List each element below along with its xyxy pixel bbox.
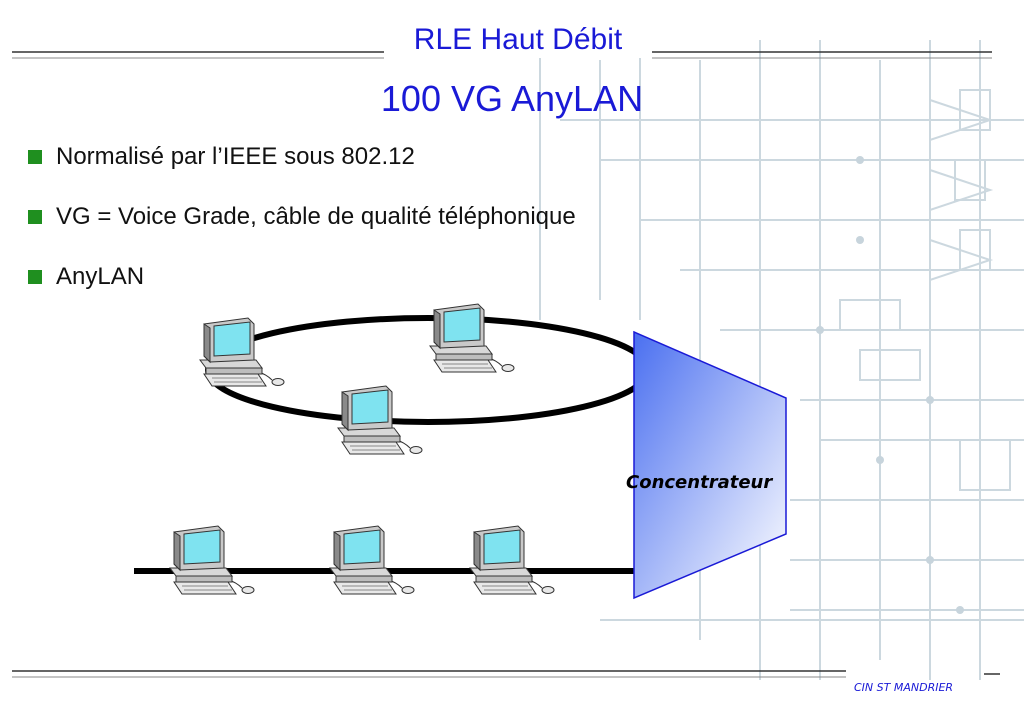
concentrator-label: Concentrateur — [626, 472, 773, 493]
desktop-computer-icon — [329, 525, 415, 595]
bullet-item: VG = Voice Grade, câble de qualité télép… — [28, 202, 576, 232]
square-bullet-icon — [28, 210, 42, 224]
desktop-computer-icon — [199, 317, 285, 387]
square-bullet-icon — [28, 270, 42, 284]
desktop-computer-icon — [169, 525, 255, 595]
concentrator-hub — [633, 330, 787, 600]
bullet-item: AnyLAN — [28, 262, 576, 292]
bullet-text: AnyLAN — [56, 263, 145, 290]
bullet-text: Normalisé par l’IEEE sous 802.12 — [56, 143, 415, 170]
slide-title: 100 VG AnyLAN — [380, 78, 644, 119]
bullet-text: VG = Voice Grade, câble de qualité télép… — [56, 203, 576, 230]
desktop-computer-icon — [429, 303, 515, 373]
desktop-computer-icon — [469, 525, 555, 595]
square-bullet-icon — [28, 150, 42, 164]
slide-header: RLE Haut Débit — [384, 22, 652, 58]
bullet-item: Normalisé par l’IEEE sous 802.12 — [28, 142, 576, 172]
bullet-list: Normalisé par l’IEEE sous 802.12 VG = Vo… — [28, 142, 576, 322]
footer-text: CIN ST MANDRIER — [854, 681, 954, 694]
